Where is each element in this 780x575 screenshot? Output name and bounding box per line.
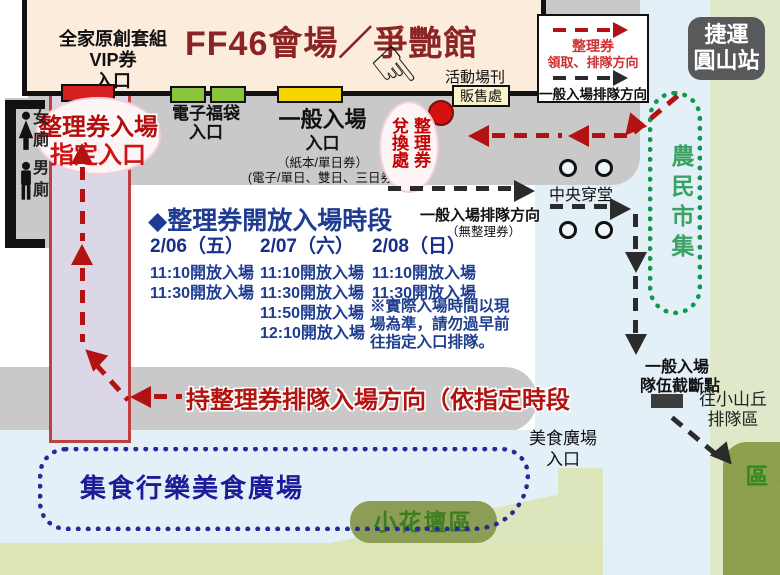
food-court-entrance-line2: 入口 bbox=[546, 450, 580, 469]
ticket-exchange-oval: 整理券兌換處 bbox=[379, 101, 439, 193]
black-dash-line bbox=[550, 204, 610, 209]
red-arrow-left-icon bbox=[468, 125, 489, 147]
black-dash-line bbox=[388, 186, 514, 191]
black-arrow-right-icon bbox=[610, 198, 631, 220]
red-arrow-up-icon bbox=[71, 143, 93, 164]
black-dash-line bbox=[633, 214, 638, 252]
hill-queue-line1: 往小山丘 bbox=[699, 390, 767, 409]
cutoff-label-line1: 一般入場 bbox=[645, 359, 710, 376]
general-queue-direction-sub: （無整理券） bbox=[446, 225, 522, 239]
designated-line1: 整理券入場 bbox=[38, 114, 158, 141]
schedule-time: 11:30開放入場 bbox=[260, 285, 365, 302]
legend-black-line: 一般入場排隊方向 bbox=[539, 87, 647, 102]
exchange-spot-marker bbox=[428, 100, 454, 126]
program-box-label: 販售處 bbox=[460, 88, 502, 104]
black-dash-line bbox=[633, 276, 638, 334]
ticket-exchange-label: 整理券兌換處 bbox=[389, 117, 430, 168]
schedule-time: 12:10開放入場 bbox=[260, 325, 365, 342]
woman-icon bbox=[18, 111, 34, 150]
legend-black-arrow-icon bbox=[613, 70, 628, 86]
general-note2: (電子/單日、雙日、三日券) bbox=[247, 171, 398, 185]
toilet-wall-bracket bbox=[5, 100, 45, 248]
schedule-time: 11:30開放入場 bbox=[372, 285, 477, 302]
schedule-column-2: 2/07（六） 11:10開放入場 11:30開放入場 11:50開放入場 12… bbox=[260, 231, 366, 344]
mrt-line2: 圓山站 bbox=[693, 48, 760, 73]
hill-queue-label: 往小山丘 排隊區 bbox=[695, 390, 771, 430]
legend-box: 整理券 領取、排隊方向 一般入場排隊方向 bbox=[537, 14, 649, 103]
ebag-entrance-label: 電子福袋 入口 bbox=[156, 104, 256, 142]
red-dash-line bbox=[80, 268, 85, 342]
hill-area-box: 小山丘區 bbox=[723, 442, 780, 575]
ticket-holder-flow-label: 持整理券排隊入場方向（依指定時段 bbox=[186, 387, 570, 414]
pillar-circle bbox=[595, 221, 613, 239]
schedule-column-3: 2/08（日） 11:10開放入場 11:30開放入場 bbox=[372, 231, 478, 304]
pillar-circle bbox=[559, 159, 577, 177]
black-arrow-down-icon bbox=[625, 334, 647, 355]
cutoff-label-line2: 隊伍截斷點 bbox=[640, 378, 721, 395]
food-court-dotted-zone bbox=[38, 447, 530, 531]
designated-line2: 指定入口 bbox=[50, 142, 146, 169]
red-arrow-left-icon bbox=[568, 125, 589, 147]
schedule-date: 2/06（五） bbox=[150, 236, 244, 257]
schedule-time: 11:30開放入場 bbox=[150, 285, 255, 302]
schedule-heading: ◆整理券開放入場時段 bbox=[148, 207, 393, 235]
female-toilet-label: 女廁 bbox=[33, 110, 50, 149]
general-note1: （紙本/單日券） bbox=[277, 156, 368, 170]
food-court-entrance-label: 美食廣場 入口 bbox=[526, 428, 600, 470]
designated-entrance-oval: 整理券入場 指定入口 bbox=[35, 97, 161, 175]
schedule-date: 2/08（日） bbox=[372, 236, 466, 257]
man-icon bbox=[21, 161, 31, 200]
schedule-time: 11:10開放入場 bbox=[260, 265, 365, 282]
vip-line2: VIP券 bbox=[89, 50, 137, 70]
red-dash-line bbox=[492, 133, 562, 138]
legend-red-line1: 整理券 bbox=[572, 38, 614, 54]
bottom-olive-band bbox=[0, 543, 603, 575]
general-entrance-label: 一般入場 入口 （紙本/單日券） (電子/單日、雙日、三日券) bbox=[230, 102, 415, 186]
food-court-label: 集食行樂美食廣場 bbox=[80, 473, 305, 503]
ebag-gate-marker-1 bbox=[170, 86, 206, 103]
vip-entrance-label: 全家原創套組 VIP券 入口 bbox=[38, 29, 188, 92]
page-title: FF46會場／爭艷館 bbox=[185, 25, 479, 63]
schedule-time: 11:50開放入場 bbox=[260, 305, 365, 322]
hill-area-label: 小山丘區 bbox=[742, 464, 780, 548]
general-queue-direction-label: 一般入場排隊方向 bbox=[420, 207, 541, 224]
black-arrow-right-icon bbox=[514, 180, 535, 202]
red-dash-line bbox=[154, 394, 182, 399]
legend-red-line2: 領取、排隊方向 bbox=[547, 55, 639, 70]
male-toilet-label: 男廁 bbox=[33, 160, 50, 199]
mrt-line1: 捷運 bbox=[704, 22, 749, 47]
black-arrow-down-icon bbox=[625, 252, 647, 273]
schedule-time: 11:10開放入場 bbox=[372, 265, 477, 282]
farmers-market-label: 農民市集 bbox=[668, 144, 694, 264]
cutoff-point-marker bbox=[651, 394, 683, 408]
farmers-market-zone: 農民市集 bbox=[648, 91, 702, 315]
vip-line1: 全家原創套組 bbox=[59, 29, 167, 49]
general-line2: 入口 bbox=[305, 134, 340, 153]
schedule-time: 11:10開放入場 bbox=[150, 265, 255, 282]
legend-red-dash bbox=[553, 28, 613, 32]
red-arrow-left-icon bbox=[130, 386, 151, 408]
red-arrow-up-icon bbox=[71, 244, 93, 265]
program-sales-box: 販售處 bbox=[452, 85, 510, 107]
central-hall-label: 中央穿堂 bbox=[549, 187, 614, 204]
schedule-note: ※實際入場時間以現場為準，請勿過早前往指定入口排隊。 bbox=[370, 298, 510, 351]
mrt-station-box: 捷運 圓山站 bbox=[688, 17, 765, 80]
schedule-date: 2/07（六） bbox=[260, 236, 354, 257]
ebag-gate-marker-2 bbox=[210, 86, 246, 103]
ebag-line2: 入口 bbox=[189, 123, 223, 142]
ebag-line1: 電子福袋 bbox=[172, 104, 240, 123]
pillar-circle bbox=[595, 159, 613, 177]
legend-black-dash bbox=[553, 76, 613, 80]
food-court-entrance-line1: 美食廣場 bbox=[529, 429, 597, 448]
pillar-circle bbox=[559, 221, 577, 239]
red-dash-line bbox=[592, 133, 628, 138]
general-line1: 一般入場 bbox=[278, 107, 367, 132]
general-gate-marker bbox=[277, 86, 343, 103]
red-dash-line bbox=[80, 167, 85, 241]
program-label: 活動場刊 bbox=[445, 69, 506, 86]
schedule-column-1: 2/06（五） 11:10開放入場 11:30開放入場 bbox=[150, 231, 256, 304]
hill-queue-line2: 排隊區 bbox=[707, 410, 759, 429]
legend-red-arrow-icon bbox=[613, 22, 628, 38]
